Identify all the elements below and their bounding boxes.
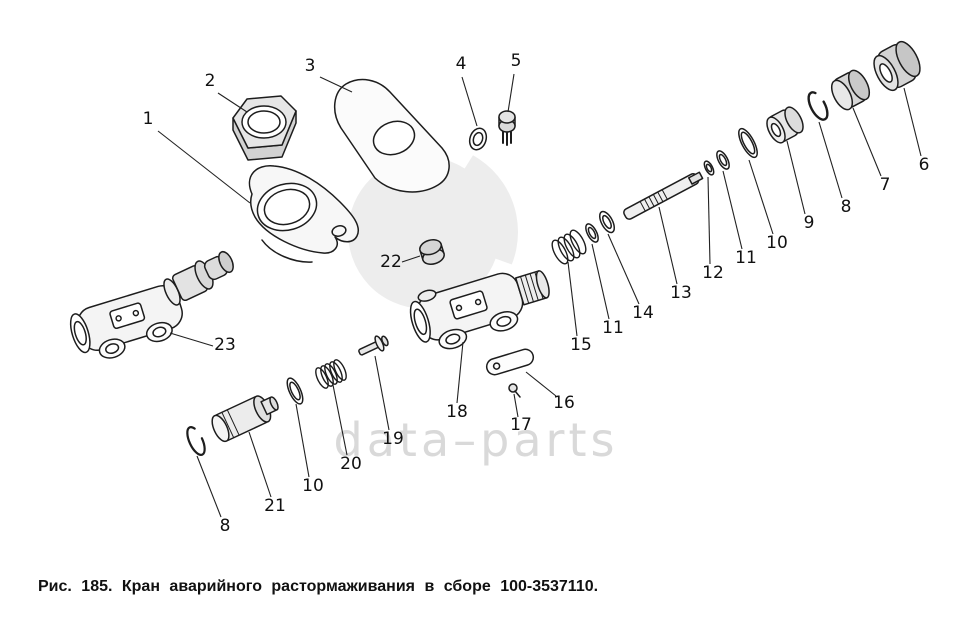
callout-label-21: 21 <box>264 496 286 516</box>
callout-label-23: 23 <box>214 335 236 355</box>
callout-leader-7 <box>852 107 882 177</box>
callout-label-4: 4 <box>456 54 467 74</box>
callout-leader-22 <box>401 255 421 263</box>
ring-part-11-outer <box>716 150 730 170</box>
gasket-part <box>334 78 450 193</box>
plug-part-7 <box>830 69 871 111</box>
callout-label-10: 10 <box>302 476 324 496</box>
callout-label-8: 8 <box>220 516 231 536</box>
spring-part-15 <box>551 229 587 265</box>
washer-part-4 <box>468 127 488 151</box>
ring-part-12 <box>703 160 715 176</box>
callout-leader-5 <box>507 73 515 113</box>
pin-part-19 <box>358 335 389 356</box>
callout-label-2: 2 <box>205 71 216 91</box>
callout-label-15: 15 <box>570 335 592 355</box>
callout-leader-15 <box>567 261 578 337</box>
callout-label-20: 20 <box>340 454 362 474</box>
callout-leader-20 <box>332 384 348 456</box>
callout-leader-11 <box>722 170 743 250</box>
callout-leader-8 <box>818 121 843 199</box>
callout-leader-12 <box>707 176 711 265</box>
piston-part-21 <box>211 395 279 443</box>
plate-part-16 <box>485 348 535 376</box>
bolt-part-5 <box>498 110 516 146</box>
callout-leader-4 <box>461 76 478 127</box>
figure-caption: Рис. 185. Кран аварийного растормаживани… <box>38 578 599 595</box>
cap-nut-part-22 <box>419 239 445 265</box>
callout-leader-14 <box>607 233 640 305</box>
callout-leader-6 <box>903 87 922 157</box>
callout-leader-10 <box>748 159 774 235</box>
callout-leader-3 <box>319 76 353 93</box>
cap-part-6 <box>873 40 921 92</box>
watermark-text: data–parts <box>334 413 619 467</box>
callout-leader-2 <box>217 92 248 113</box>
callout-leader-19 <box>374 355 390 431</box>
oring-part-10-lower <box>286 377 304 405</box>
circlip-part-8-right <box>807 91 829 121</box>
callout-label-7: 7 <box>880 175 891 195</box>
callout-leader-18 <box>456 341 464 404</box>
washer-part-14 <box>598 210 616 234</box>
callout-leader-8 <box>196 455 222 518</box>
callout-leader-21 <box>248 431 272 498</box>
shaft-part-13 <box>623 171 704 220</box>
callout-label-14: 14 <box>632 303 654 323</box>
callout-label-17: 17 <box>510 415 532 435</box>
callout-leader-23 <box>169 332 214 347</box>
poppet-part-9 <box>766 106 804 144</box>
callout-label-3: 3 <box>305 56 316 76</box>
callout-leader-17 <box>513 393 519 418</box>
assembled-valve-part <box>69 250 234 359</box>
callout-leader-16 <box>525 371 557 397</box>
callout-label-11: 11 <box>602 318 624 338</box>
callout-leader-13 <box>658 206 678 285</box>
callout-leader-1 <box>157 130 251 204</box>
callout-label-18: 18 <box>446 402 468 422</box>
callout-leader-11 <box>591 243 610 320</box>
callout-label-19: 19 <box>382 429 404 449</box>
callout-label-13: 13 <box>670 283 692 303</box>
screw-part-17 <box>508 383 521 398</box>
callout-label-12: 12 <box>702 263 724 283</box>
bracket-part <box>248 165 359 263</box>
callout-leader-10 <box>295 403 310 478</box>
washer-part-11-inner <box>585 223 599 243</box>
circlip-part-8-lower <box>186 426 206 456</box>
callout-label-11: 11 <box>735 248 757 268</box>
parts-layer <box>69 40 921 456</box>
callout-leader-9 <box>786 140 806 215</box>
callout-label-9: 9 <box>804 213 815 233</box>
valve-body-part <box>409 270 550 350</box>
callout-label-16: 16 <box>553 393 575 413</box>
callout-label-1: 1 <box>143 109 154 129</box>
hex-nut-part <box>232 95 297 161</box>
callout-label-6: 6 <box>919 155 930 175</box>
callout-label-5: 5 <box>511 51 522 71</box>
ring-part-10-outer <box>738 127 758 159</box>
callout-label-22: 22 <box>380 252 402 272</box>
callout-label-8: 8 <box>841 197 852 217</box>
spring-part-20 <box>315 359 347 389</box>
callout-label-10: 10 <box>766 233 788 253</box>
